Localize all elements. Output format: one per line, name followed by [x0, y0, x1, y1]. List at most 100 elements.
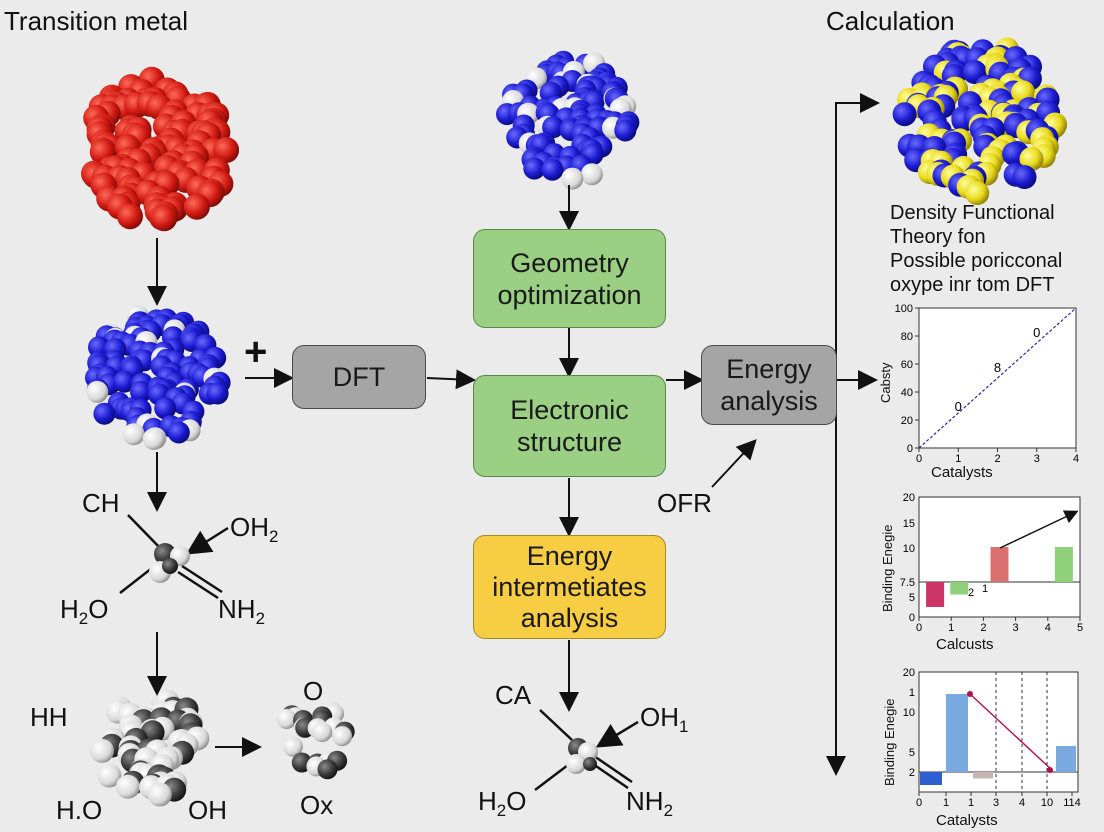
molecule-left — [119, 514, 229, 600]
atom — [580, 163, 603, 186]
atom — [167, 421, 190, 444]
dft-description-line-2: Theory fon — [890, 226, 986, 248]
chart3-marker — [1047, 767, 1053, 773]
chart1-ylabel: Cabsty — [878, 362, 893, 403]
atom — [151, 205, 178, 232]
atom — [93, 402, 116, 425]
atom — [541, 158, 564, 181]
chart2-bar — [1054, 547, 1073, 582]
small-oxide-cluster — [276, 701, 355, 780]
atom — [317, 759, 338, 780]
chart1-ytick-label: 40 — [901, 387, 913, 399]
atom — [892, 102, 917, 127]
chart3-ytick-label: 1 — [909, 687, 915, 699]
chart3-bar — [973, 772, 993, 779]
electronic-structure-box: Electronic structure — [473, 375, 666, 477]
chart2-annotation: 1 — [982, 583, 988, 595]
atom — [117, 203, 143, 230]
dft-description-line-3: Possible poricconal — [890, 250, 1063, 272]
atom — [86, 380, 109, 403]
grey-white-cluster — [90, 689, 210, 807]
chart1-ytick-label: 60 — [901, 359, 913, 371]
atom — [90, 738, 114, 763]
mol-left-right-text: OH2 — [230, 512, 279, 547]
chart1-xtick-label: 2 — [994, 453, 1000, 465]
atom — [97, 763, 122, 788]
chart1-ytick-label: 100 — [895, 303, 913, 315]
atom — [1012, 165, 1037, 190]
blue-white-cluster-center — [496, 50, 640, 190]
plus-sign: + — [244, 330, 268, 374]
geometry-optimization-box: Geometry optimization — [473, 229, 666, 328]
chart3-bar — [920, 772, 942, 785]
chart2-xlabel: Calcusts — [936, 636, 994, 653]
chart1-point: 0 — [1033, 325, 1040, 340]
chart3-xtick-label: 1 — [968, 797, 974, 809]
atom — [1019, 147, 1044, 171]
oxide-top-label: O — [303, 676, 324, 706]
chart1-xtick-label: 0 — [916, 453, 922, 465]
atom — [154, 397, 177, 420]
chart3-ytick-label: 2 — [909, 767, 915, 779]
chart3-marker — [967, 691, 973, 697]
chart3-bar — [946, 694, 968, 772]
chart1-xtick-label: 4 — [1073, 453, 1079, 465]
chart1-trend-line — [918, 307, 1077, 449]
mol-center-bottom-label: NH2 — [626, 786, 673, 821]
chart3-xtick-label: 0 — [916, 797, 922, 809]
cluster-bottom-right-label: OH — [188, 795, 227, 825]
red-metal-cluster — [81, 66, 240, 232]
chart1-xtick-label: 1 — [955, 453, 961, 465]
atom — [332, 726, 353, 747]
dft-box: DFT — [292, 345, 426, 409]
chart2-ytick-label: 20 — [903, 492, 915, 504]
atom — [142, 428, 165, 450]
chart1-xlabel: Catalysts — [931, 464, 993, 481]
atom — [115, 774, 140, 799]
chart1-ytick-label: 20 — [901, 415, 913, 427]
blue-yellow-cluster — [892, 37, 1068, 206]
chart1-ytick-label: 80 — [901, 331, 913, 343]
cluster-left-label: HH — [30, 702, 68, 732]
chart2-bar — [926, 582, 945, 607]
mol-left-left-label: H2O — [60, 594, 109, 629]
energy-analysis-box: Energy analysis — [701, 345, 837, 425]
chart3-xtick-label: 114 — [1063, 797, 1081, 809]
flow-arrows — [147, 93, 880, 776]
chart3-xlabel: Catalysts — [936, 812, 998, 829]
mol-center-top-label: CA — [495, 680, 532, 710]
chart3-bar — [1056, 746, 1076, 772]
atom — [965, 181, 990, 206]
chart2-ytick-label: 0 — [909, 612, 915, 624]
chart2-bar — [950, 582, 969, 595]
ofr-label: OFR — [657, 488, 712, 518]
oxide-product-label: Ox — [300, 790, 334, 820]
chart3-ytick-label: 5 — [909, 747, 915, 759]
chart2-ytick-label: 5 — [909, 592, 915, 604]
atom — [147, 782, 172, 807]
chart1-point: 8 — [994, 360, 1001, 375]
atom — [282, 736, 303, 757]
atom — [206, 382, 229, 405]
mol-center-right-label: OH1 — [640, 702, 689, 737]
chart2-xtick-label: 1 — [948, 622, 954, 634]
heading-calculation: Calculation — [826, 6, 955, 36]
chart3-xtick-label: 3 — [993, 797, 999, 809]
atom — [561, 167, 584, 190]
dft-description-line-1: Density Functional — [890, 202, 1055, 224]
chart2-ylabel: Binding Enegie — [880, 524, 895, 612]
chart2-xtick-label: 5 — [1077, 622, 1083, 634]
chart3-ylabel: Binding Enegie — [882, 698, 897, 786]
chart3-xtick-label: 4 — [1019, 797, 1025, 809]
chart2-ytick-label: 7.5 — [900, 577, 915, 589]
mol-left-top-label: CH — [82, 488, 120, 518]
molecule-center — [534, 709, 639, 791]
chart3-ytick-label: 10 — [903, 707, 915, 719]
mol-center-left-label: H2O — [478, 786, 527, 821]
chart3-plot-area — [918, 671, 1079, 793]
dft-description-line-4: oxype inr tom DFT — [890, 274, 1055, 296]
